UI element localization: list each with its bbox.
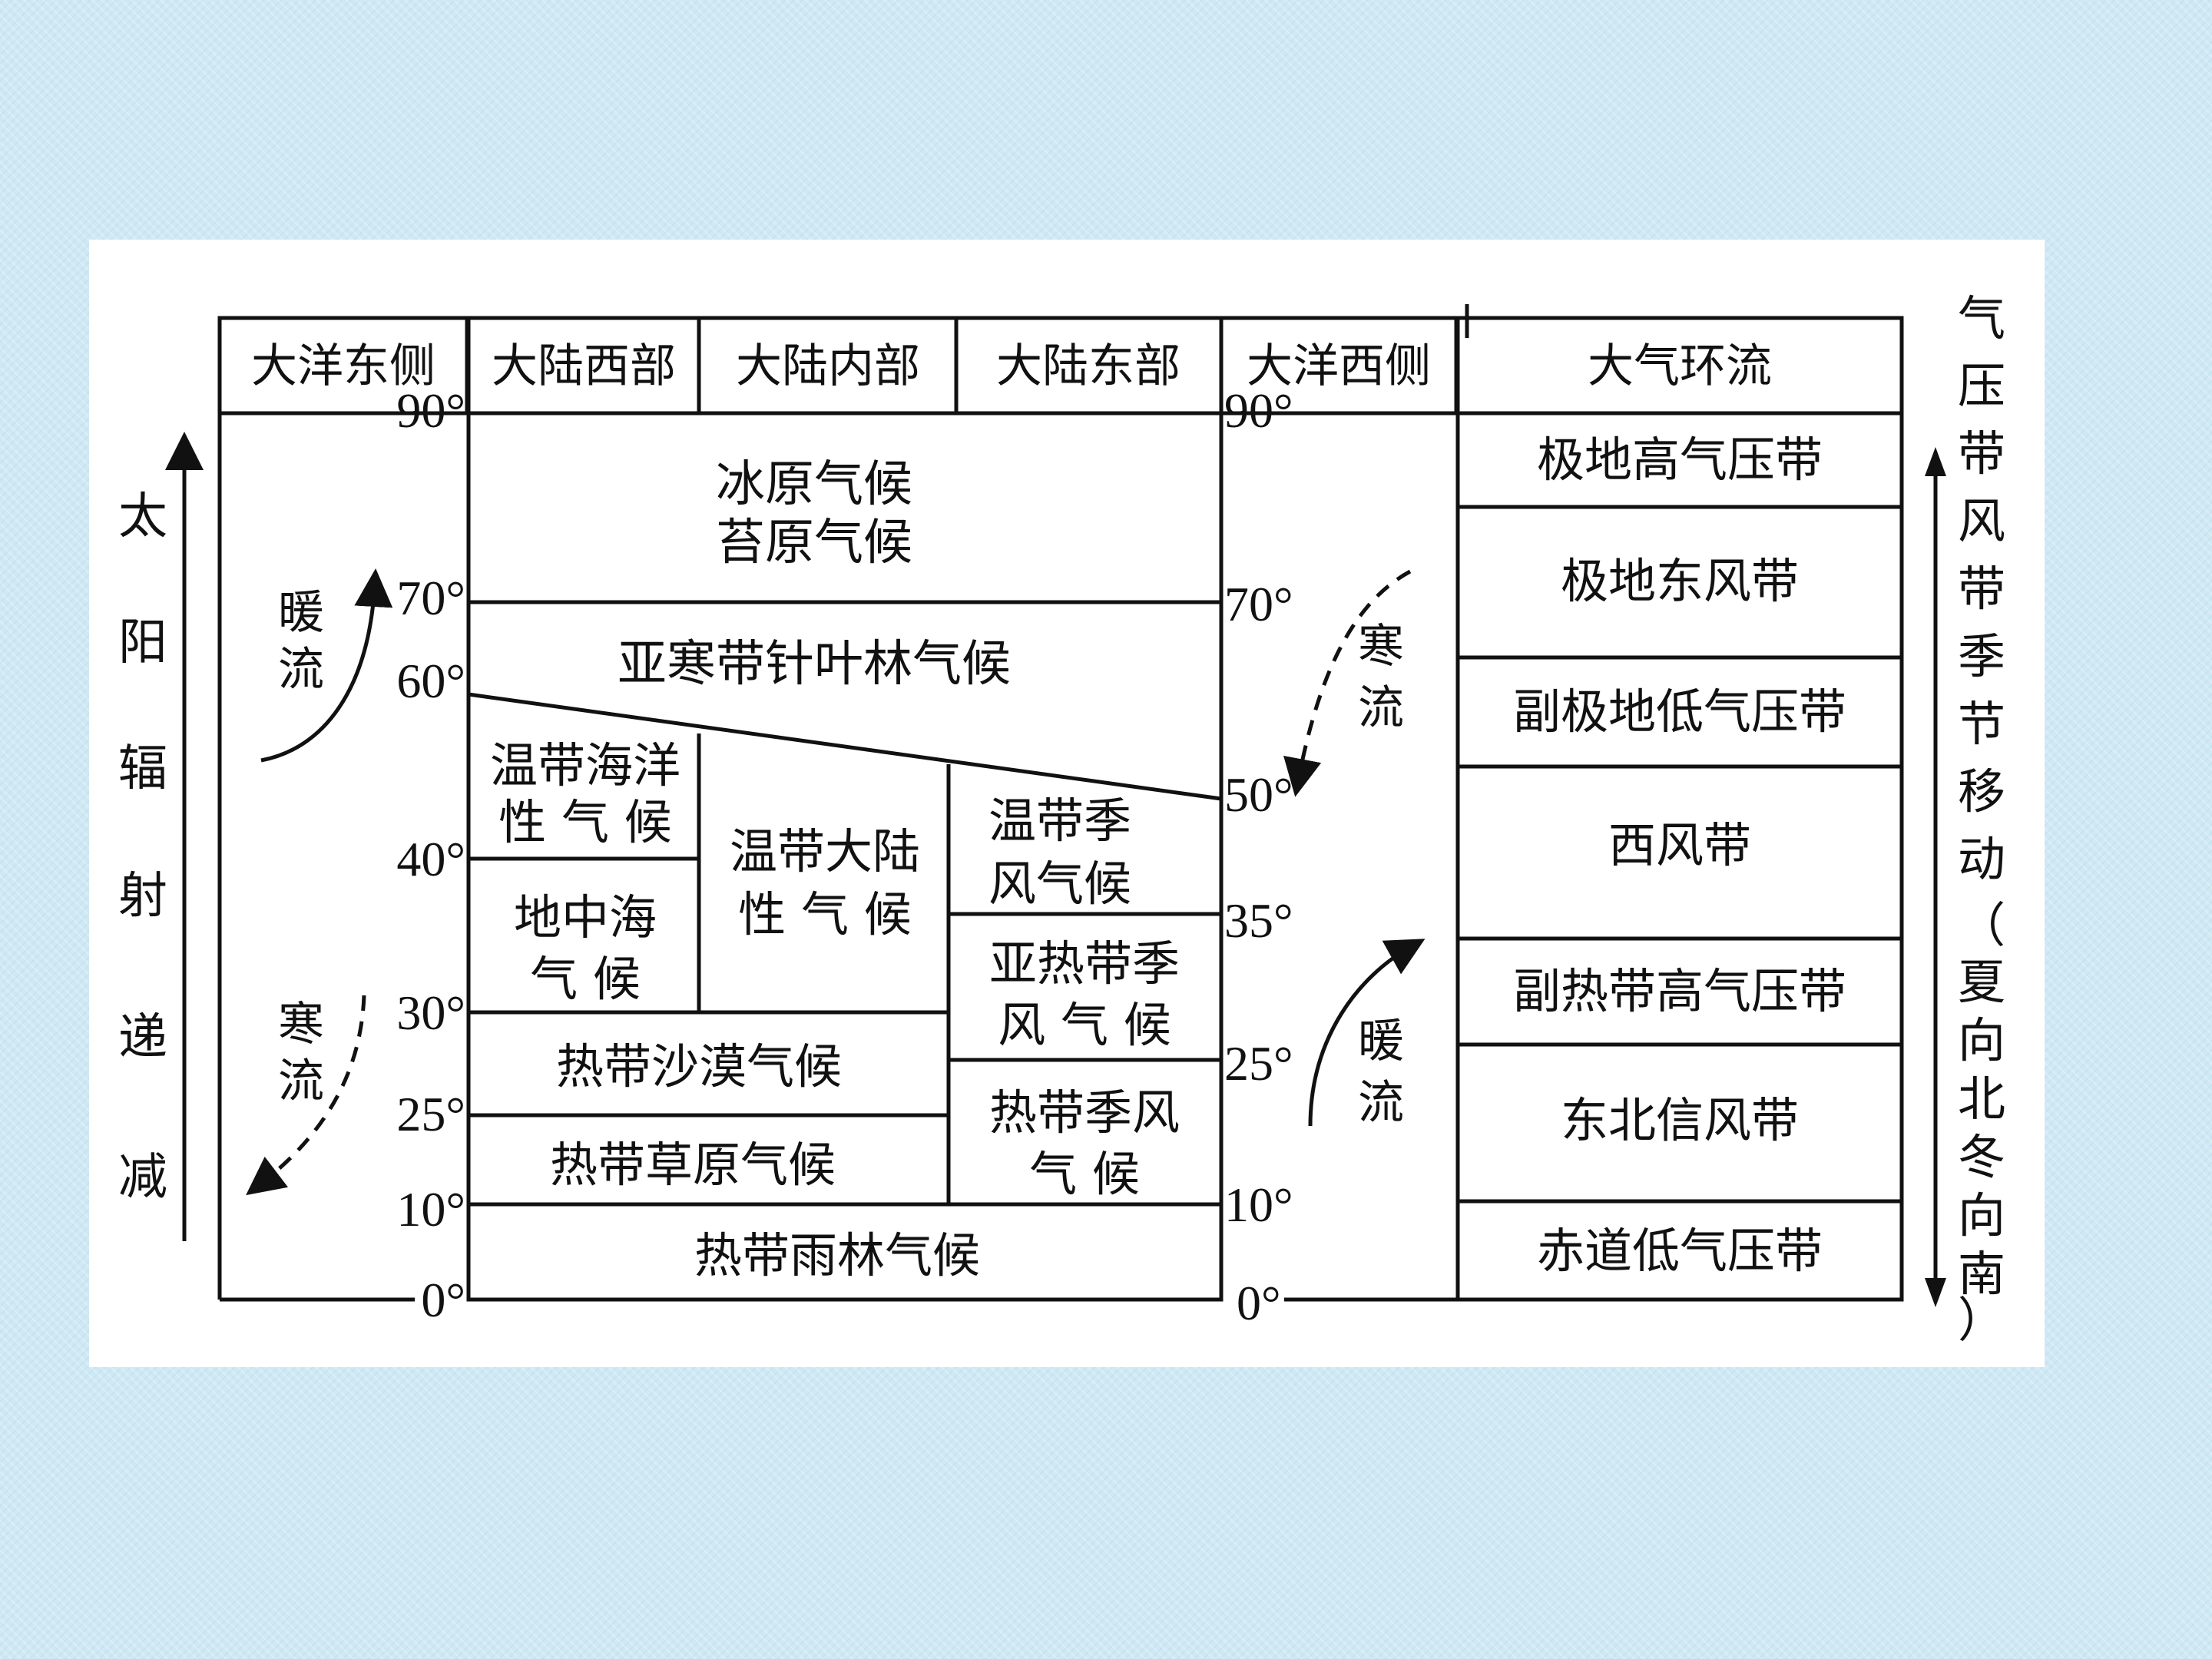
lat-right-70: 70°	[1224, 577, 1293, 631]
left-cold-current-label-1: 寒	[278, 998, 324, 1051]
belt-subpolar-low: 副极地低气压带	[1513, 684, 1846, 740]
shift-label-2: 压	[1958, 358, 2005, 414]
label-tropical-rainforest: 热带雨林气候	[694, 1227, 980, 1283]
diagram-panel	[89, 240, 2045, 1367]
shift-note-3: 向	[1958, 1012, 2005, 1068]
left-warm-current-arrow	[260, 568, 393, 763]
label-tundra: 苔原气候	[716, 515, 912, 571]
shift-note-4: 北	[1958, 1071, 2005, 1127]
lat-right-50: 50°	[1224, 767, 1293, 822]
header-row: 大洋东侧 大陆西部 大陆内部 大陆东部 大洋西侧 大气环流	[217, 304, 1904, 416]
lat-left-25: 25°	[396, 1087, 465, 1141]
label-mediterranean-2: 气 候	[530, 951, 641, 1007]
shift-note-8: ）	[1958, 1292, 2005, 1348]
lat-left-70: 70°	[396, 571, 465, 625]
header-continent-west: 大陆西部	[492, 339, 676, 393]
left-warm-current-label-1: 暖	[278, 586, 324, 640]
ocean-currents: 暖 流 寒 流 寒 流 暖 流	[246, 568, 1426, 1196]
seasonal-shift-indicator: 气 压 带 风 带 季 节 移 动 （ 夏 向 北 冬 向 南 ）	[1925, 290, 2005, 1348]
belt-polar-high: 极地高气压带	[1537, 432, 1823, 488]
solar-label-1: 太	[118, 488, 167, 545]
right-warm-current-label-1: 暖	[1358, 1015, 1404, 1068]
header-continent-interior: 大陆内部	[736, 339, 920, 393]
belt-polar-easterlies: 极地东风带	[1561, 553, 1799, 609]
right-cold-current-arrow	[1283, 569, 1412, 797]
solar-label-6: 减	[118, 1149, 167, 1206]
right-cold-current-label-1: 寒	[1358, 620, 1404, 674]
lat-left-40: 40°	[396, 832, 465, 886]
label-temperate-continental-2: 性 气 候	[738, 886, 911, 942]
header-ocean-west: 大洋西侧	[1247, 339, 1431, 393]
left-cold-current-label-2: 流	[278, 1055, 324, 1108]
climate-labels: 冰原气候 苔原气候 亚寒带针叶林气候 温带海洋 性 气 候 温带大陆 性 气 候…	[490, 456, 1180, 1283]
shift-label-8: 移	[1958, 763, 2005, 820]
shift-label-7: 节	[1958, 696, 2005, 752]
label-ice-cap: 冰原气候	[716, 456, 912, 513]
label-temperate-monsoon-1: 温带季	[988, 793, 1131, 849]
label-tropical-monsoon-2: 气 候	[1029, 1146, 1140, 1202]
right-warm-current-label-2: 流	[1358, 1076, 1404, 1130]
label-tropical-monsoon-1: 热带季风	[989, 1084, 1180, 1141]
label-tropical-savanna: 热带草原气候	[550, 1137, 836, 1193]
shift-note-2: 夏	[1958, 954, 2005, 1010]
seasonal-shift-arrow-down	[1925, 1278, 1946, 1307]
right-latitude-labels: 90° 70° 50° 35° 25° 10° 0°	[1224, 383, 1293, 1330]
solar-label-3: 辐	[118, 740, 167, 797]
shift-label-4: 风	[1958, 493, 2005, 549]
shift-label-3: 带	[1958, 426, 2005, 482]
shift-note-5: 冬	[1958, 1129, 2005, 1185]
label-subarctic: 亚寒带针叶林气候	[618, 636, 1011, 693]
belt-westerlies: 西风带	[1608, 817, 1751, 873]
belt-ne-trades: 东北信风带	[1561, 1092, 1799, 1148]
label-tropical-desert: 热带沙漠气候	[556, 1038, 842, 1094]
lat-left-90: 90°	[396, 383, 465, 438]
shift-note-6: 向	[1958, 1187, 2005, 1243]
left-cold-current-arrow	[246, 995, 366, 1196]
lat-right-90: 90°	[1224, 383, 1293, 438]
lat-left-60: 60°	[396, 654, 465, 708]
shift-note-7: 南	[1958, 1246, 2005, 1302]
shift-label-6: 季	[1958, 628, 2005, 684]
shift-label-9: 动	[1958, 831, 2005, 887]
header-ocean-east: 大洋东侧	[251, 339, 435, 393]
line-60-50-slant	[468, 692, 1222, 801]
left-latitude-labels: 90° 70° 60° 40° 30° 25° 10° 0°	[396, 383, 465, 1327]
lat-left-10: 10°	[396, 1182, 465, 1237]
shift-label-5: 带	[1958, 561, 2005, 617]
lat-right-0: 0°	[1237, 1276, 1281, 1330]
solar-label-5: 递	[118, 1009, 167, 1066]
belt-equatorial-low: 赤道低气压带	[1537, 1223, 1823, 1279]
right-cold-current-label-2: 流	[1358, 681, 1404, 735]
solar-radiation-indicator: 太 阳 辐 射 递 减	[118, 432, 204, 1241]
header-circulation: 大气环流	[1588, 339, 1772, 393]
seasonal-shift-arrow-up	[1925, 447, 1946, 476]
circulation-column: 极地高气压带 极地东风带 副极地低气压带 西风带 副热带高气压带 东北信风带 赤…	[1455, 411, 1904, 1302]
shift-note-1: （	[1958, 897, 2005, 953]
label-marine-1: 温带海洋	[490, 737, 680, 793]
label-temperate-continental-1: 温带大陆	[730, 823, 920, 879]
belt-cell-equatorial-low	[1455, 1199, 1904, 1302]
label-mediterranean-1: 地中海	[514, 889, 657, 945]
header-continent-east: 大陆东部	[996, 339, 1181, 393]
label-subtropical-monsoon-1: 亚热带季	[989, 935, 1180, 992]
label-subtropical-monsoon-2: 风 气 候	[998, 997, 1171, 1053]
solar-label-4: 射	[118, 868, 167, 925]
lat-right-25: 25°	[1224, 1036, 1293, 1091]
lat-right-35: 35°	[1224, 893, 1293, 948]
shift-label-1: 气	[1958, 290, 2005, 346]
lat-left-30: 30°	[396, 985, 465, 1040]
climate-zone-lines	[468, 600, 1222, 1207]
label-marine-2: 性 气 候	[498, 794, 671, 850]
right-warm-current-arrow	[1308, 939, 1426, 1127]
belt-subtropical-high: 副热带高气压带	[1513, 963, 1846, 1019]
solar-label-2: 阳	[118, 614, 167, 671]
lat-left-0: 0°	[421, 1273, 465, 1327]
lat-right-10: 10°	[1224, 1177, 1293, 1232]
label-temperate-monsoon-2: 风气候	[988, 856, 1131, 912]
left-warm-current-label-2: 流	[278, 643, 324, 697]
